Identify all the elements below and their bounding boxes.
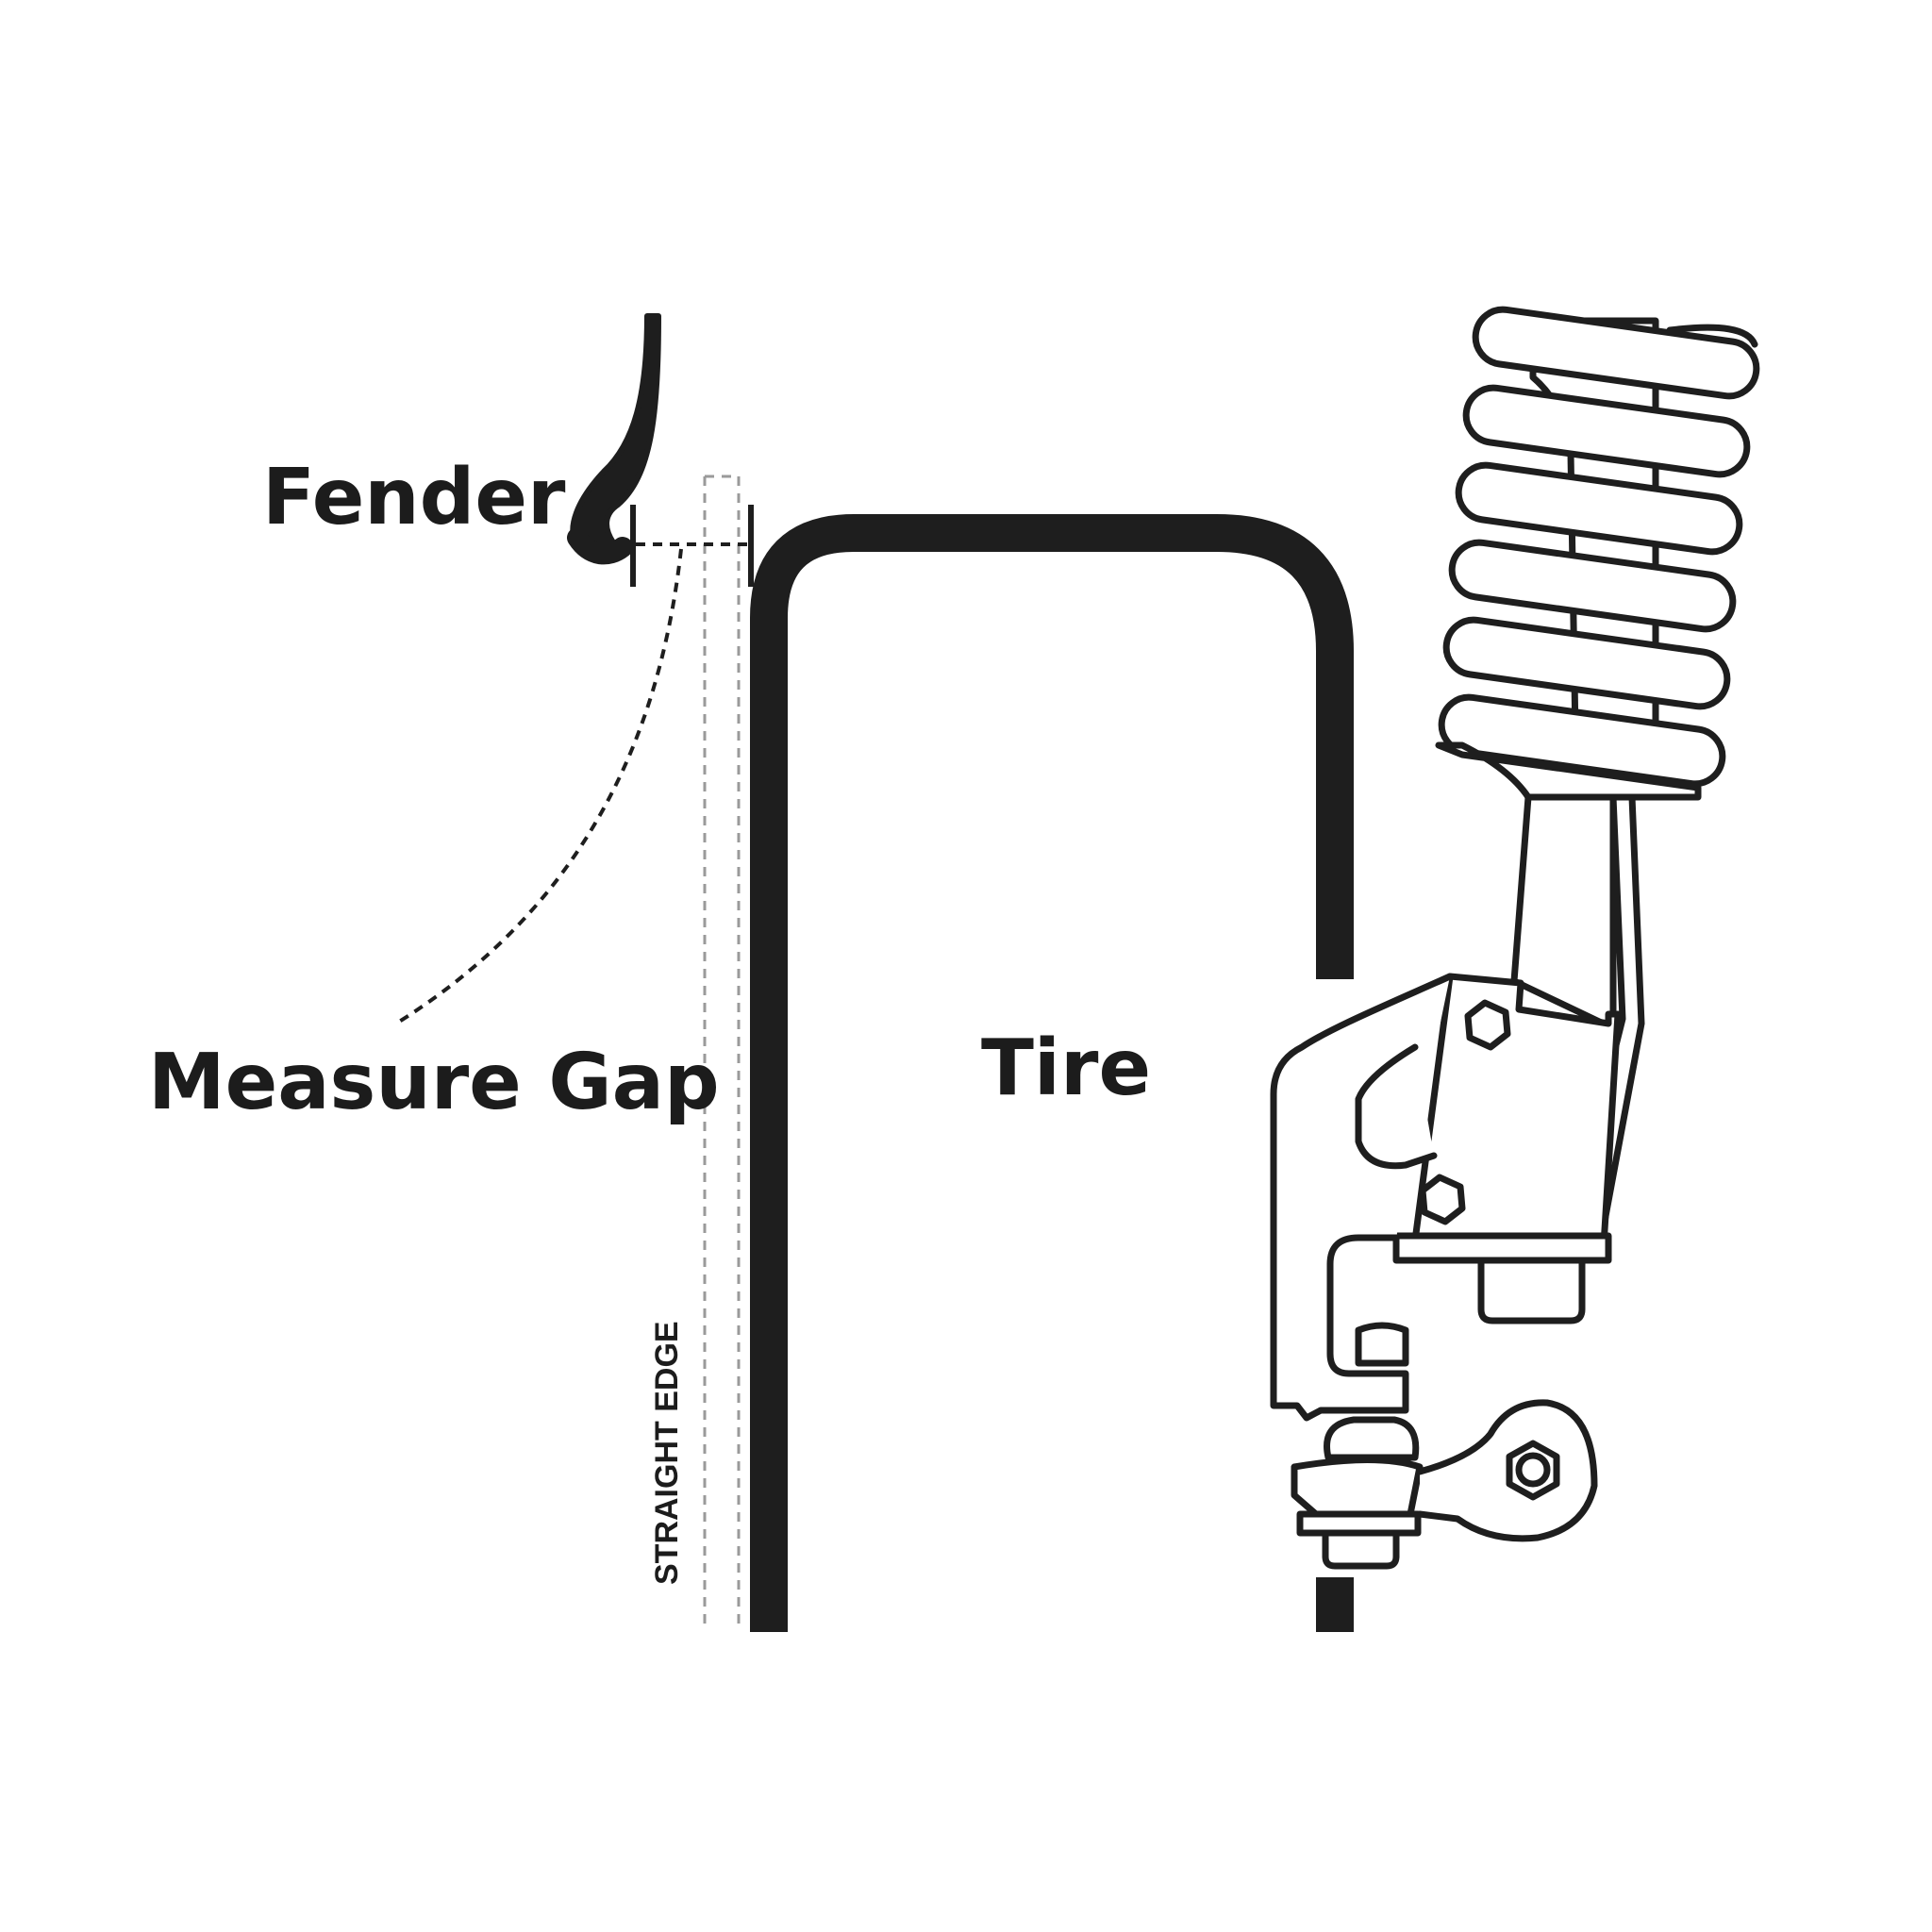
tie-rod-end [1291, 1322, 1598, 1570]
bolt-lower-icon [1419, 1174, 1466, 1225]
coil-spring [1435, 306, 1760, 801]
fender-lip [567, 527, 633, 565]
measure-gap-label: Measure Gap [148, 1038, 720, 1127]
fender-label: Fender [262, 453, 566, 542]
tire-label: Tire [981, 1024, 1151, 1113]
fender-shape [570, 313, 661, 556]
straight-edge-label: STRAIGHT EDGE [649, 1321, 685, 1585]
straight-edge [703, 475, 741, 1627]
tire-outline [750, 514, 1354, 1632]
strut-body [1392, 793, 1645, 1324]
steering-knuckle [1270, 973, 1454, 1422]
measure-gap-leader [394, 548, 683, 1025]
bolt-upper-icon [1464, 999, 1511, 1051]
gap-measurement [630, 505, 754, 587]
